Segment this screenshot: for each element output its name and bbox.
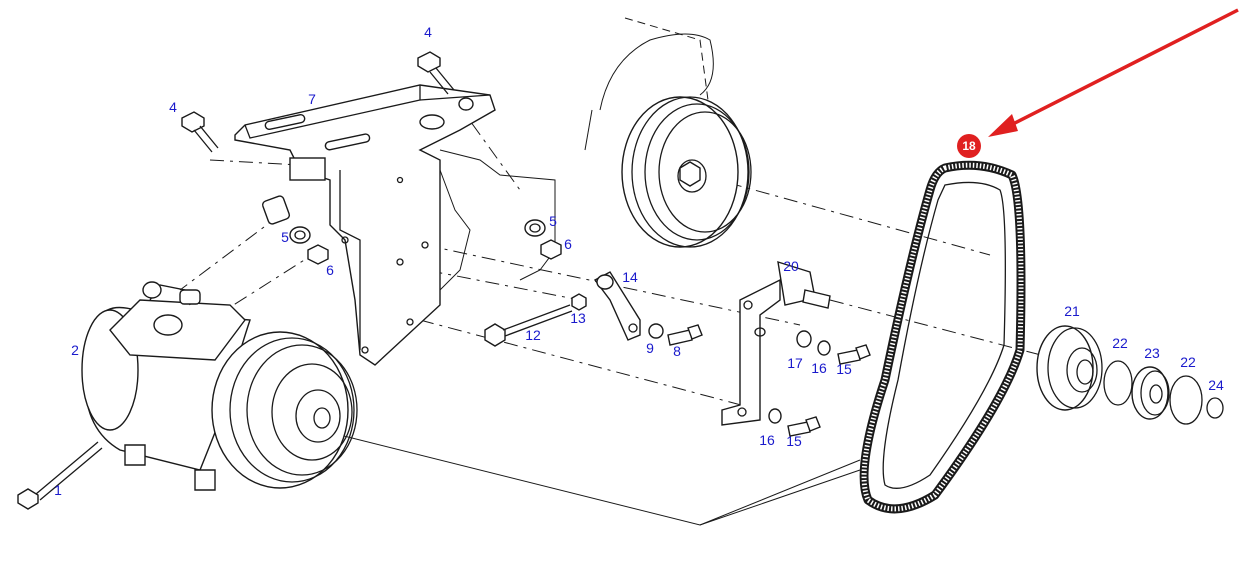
snap-rings: [1103, 360, 1203, 425]
part-label-4-top: 4: [424, 24, 432, 40]
part-label-20: 20: [783, 258, 799, 274]
circlip: [1206, 397, 1224, 419]
part-label-6-left: 6: [326, 262, 334, 278]
drive-belt: [859, 160, 1026, 514]
part-label-16-lower: 16: [759, 432, 775, 448]
part-label-24: 24: [1208, 377, 1224, 393]
tensioner-bracket: [721, 260, 831, 426]
bolt-12: [484, 293, 587, 347]
part-label-13: 13: [570, 310, 586, 326]
part-label-5-right: 5: [549, 213, 557, 229]
part-label-9: 9: [646, 340, 654, 356]
ac-compressor: [81, 281, 358, 491]
highlight-badge-18: 18: [957, 134, 981, 158]
part-label-22-left: 22: [1112, 335, 1128, 351]
tensioner-link: [593, 271, 641, 341]
part-label-21: 21: [1064, 303, 1080, 319]
part-label-23: 23: [1144, 345, 1160, 361]
part-label-1: 1: [54, 482, 62, 498]
bolts-15: [768, 330, 871, 437]
part-label-8: 8: [673, 343, 681, 359]
part-label-14: 14: [622, 269, 638, 285]
bolt-1: [17, 441, 103, 510]
leader-lines: [179, 99, 1061, 526]
part-label-5-left: 5: [281, 229, 289, 245]
part-label-22-right: 22: [1180, 354, 1196, 370]
idler-pulley: [1036, 325, 1103, 411]
crankshaft-pulley: [621, 96, 752, 248]
bearing: [1131, 366, 1170, 420]
bolt-8: [648, 323, 703, 346]
bolts-4: [181, 51, 455, 153]
washers-nuts: [289, 219, 562, 265]
part-label-2: 2: [71, 342, 79, 358]
part-label-15-upper: 15: [836, 361, 852, 377]
mounting-bracket: [234, 84, 496, 366]
part-label-12: 12: [525, 327, 541, 343]
part-label-15-lower: 15: [786, 433, 802, 449]
part-label-4-left: 4: [169, 99, 177, 115]
part-label-7: 7: [308, 91, 316, 107]
part-label-6-right: 6: [564, 236, 572, 252]
part-label-17: 17: [787, 355, 803, 371]
part-label-16-upper: 16: [811, 360, 827, 376]
highlight-arrow: [988, 8, 1239, 137]
